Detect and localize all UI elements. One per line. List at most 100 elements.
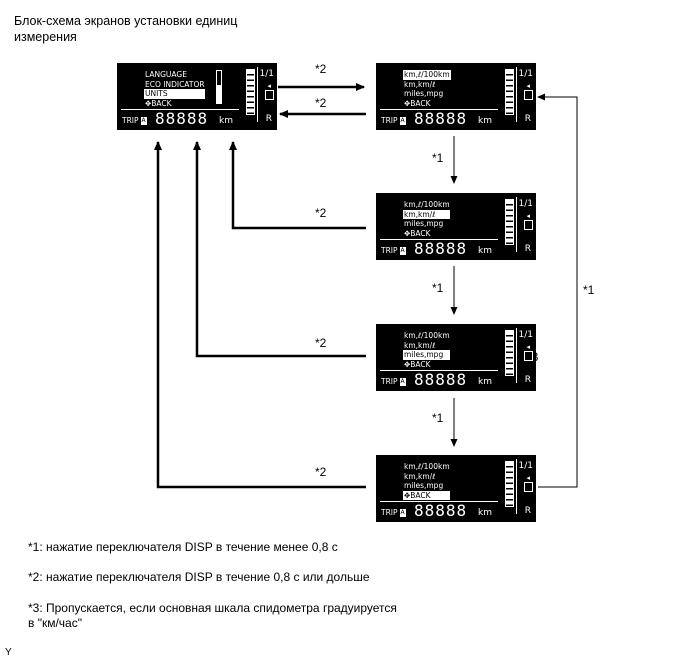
- fuel-gauge-bar: [246, 69, 255, 115]
- gauge-pointer-icon: ◂: [526, 212, 530, 220]
- screen-menu: km,ℓ/100km km,km/ℓ miles,mpg ✥BACK: [403, 331, 450, 369]
- gauge-reserve-mark: R: [524, 244, 531, 254]
- gauge-pointer-icon: ◂: [526, 343, 530, 351]
- label-star2-main-s1: *2: [315, 62, 327, 76]
- gauge-divider: [516, 197, 517, 252]
- label-star2-s4-main: *2: [315, 465, 327, 479]
- footnote-1: *1: нажатие переключателя DISP в течение…: [28, 540, 338, 554]
- trip-badge: A: [399, 247, 406, 255]
- trip-badge: A: [399, 117, 406, 125]
- screen-menu: km,ℓ/100km km,km/ℓ miles,mpg ✥BACK: [403, 200, 450, 238]
- screen-divider: [380, 501, 498, 502]
- odometer-digits: 88888: [414, 109, 468, 128]
- menu-item: km,km/ℓ: [404, 340, 436, 350]
- label-star1-s2-s3: *1: [432, 281, 444, 295]
- eco-indicator-fill: [217, 85, 221, 103]
- gauge-full-mark: 1/1: [518, 330, 533, 340]
- label-star2-s3-main: *2: [315, 336, 327, 350]
- menu-item: km,ℓ/100km: [403, 70, 451, 80]
- gauge-pointer-icon: ◂: [267, 82, 271, 90]
- gauge-pointer-icon: ◂: [526, 82, 530, 90]
- menu-item-back: ✥BACK: [404, 359, 431, 369]
- gauge-reserve-mark: R: [524, 506, 531, 516]
- arrow-s3-to-main: [193, 141, 366, 358]
- gauge-reserve-mark: R: [524, 375, 531, 385]
- odometer-unit: km: [478, 508, 492, 518]
- menu-item-back: ✥BACK: [404, 98, 431, 108]
- odometer-digits: 88888: [414, 239, 468, 258]
- title-line-2: измерения: [14, 30, 77, 44]
- screen-divider: [121, 109, 239, 110]
- trip-badge: A: [140, 117, 147, 125]
- screen-divider: [380, 109, 498, 110]
- menu-item: km,ℓ/100km: [404, 331, 450, 340]
- title-line-1: Блок-схема экранов установки единиц: [14, 14, 238, 28]
- screen-menu: LANGUAGE ECO INDICATOR UNITS ✥BACK: [144, 70, 205, 108]
- gauge-divider: [516, 67, 517, 122]
- odometer-digits: 88888: [414, 501, 468, 520]
- menu-item: km,km/ℓ: [403, 209, 450, 219]
- diagram-title: Блок-схема экранов установки единиц изме…: [14, 13, 314, 45]
- menu-item: km,ℓ/100km: [404, 200, 450, 209]
- menu-item: km,km/ℓ: [404, 79, 436, 89]
- odometer-digits: 88888: [155, 109, 209, 128]
- menu-item-back: ✥BACK: [404, 228, 431, 238]
- menu-item: miles,mpg: [404, 481, 444, 490]
- eco-indicator-bar: [216, 70, 222, 104]
- menu-item: ECO INDICATOR: [145, 79, 205, 89]
- footnote-2: *2: нажатие переключателя DISP в течение…: [28, 570, 370, 584]
- gauge-divider: [516, 459, 517, 514]
- menu-item: miles,mpg: [403, 350, 450, 360]
- odometer-unit: km: [219, 116, 233, 126]
- fuel-pump-icon: [524, 482, 533, 492]
- fuel-gauge-bar: [505, 461, 514, 507]
- gauge-full-mark: 1/1: [518, 461, 533, 471]
- menu-item: miles,mpg: [404, 219, 444, 228]
- arrow-s4-to-main: [154, 141, 366, 489]
- screen-menu: km,ℓ/100km km,km/ℓ miles,mpg ✥BACK: [403, 462, 450, 500]
- odometer-digits: 88888: [414, 370, 468, 389]
- footnote-3: *3: Пропускается, если основная шкала сп…: [28, 601, 397, 631]
- trip-badge: A: [399, 378, 406, 386]
- odometer-unit: km: [478, 116, 492, 126]
- fuel-gauge-bar: [505, 330, 514, 376]
- fuel-pump-icon: [524, 220, 533, 230]
- odometer-unit: km: [478, 377, 492, 387]
- odometer-unit: km: [478, 246, 492, 256]
- footnote-3-line-2: в "км/час": [28, 616, 82, 630]
- gauge-divider: [257, 67, 258, 122]
- footnote-3-line-1: *3: Пропускается, если основная шкала сп…: [28, 601, 397, 615]
- figure-corner-mark: Y: [5, 647, 12, 658]
- fuel-pump-icon: [265, 90, 274, 100]
- gauge-full-mark: 1/1: [518, 199, 533, 209]
- menu-item: miles,mpg: [404, 89, 444, 98]
- screen-menu: km,ℓ/100km km,km/ℓ miles,mpg ✥BACK: [403, 70, 451, 108]
- fuel-pump-icon: [524, 351, 533, 361]
- gauge-divider: [516, 328, 517, 383]
- menu-item: UNITS: [144, 89, 205, 99]
- gauge-full-mark: 1/1: [518, 69, 533, 79]
- gauge-full-mark: 1/1: [259, 69, 274, 79]
- label-star1-s1-s2: *1: [432, 151, 444, 165]
- fuel-pump-icon: [524, 90, 533, 100]
- screen-divider: [380, 239, 498, 240]
- label-star2-s2-main: *2: [315, 206, 327, 220]
- screen-divider: [380, 370, 498, 371]
- fuel-gauge-bar: [505, 199, 514, 245]
- menu-item: km,km/ℓ: [404, 471, 436, 481]
- gauge-reserve-mark: R: [265, 114, 272, 124]
- fuel-gauge-bar: [505, 69, 514, 115]
- arrow-s4-to-s1: [537, 93, 578, 488]
- label-star1-s3-s4: *1: [432, 411, 444, 425]
- menu-item-back: ✥BACK: [145, 98, 172, 108]
- label-star2-s1-main: *2: [315, 96, 327, 110]
